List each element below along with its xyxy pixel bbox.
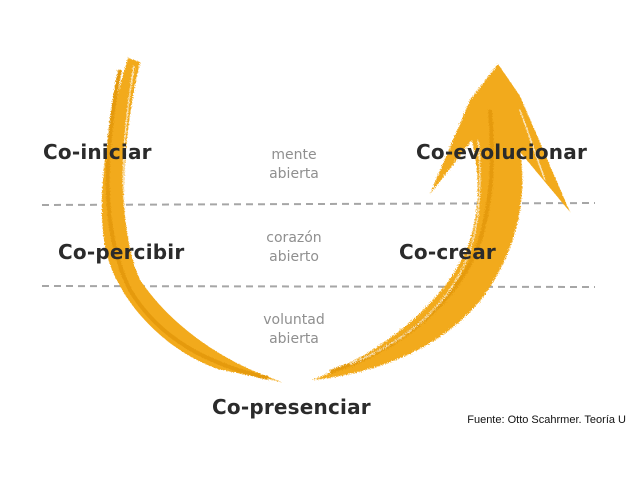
u-right-arrow: [312, 64, 570, 380]
stage-co-percibir: Co-percibir: [58, 240, 185, 264]
stage-co-crear: Co-crear: [399, 240, 496, 264]
stage-co-evolucionar: Co-evolucionar: [416, 140, 588, 164]
source-caption: Fuente: Otto Scahrmer. Teoría U: [467, 414, 626, 426]
u-left-stroke: [101, 58, 283, 382]
level-line: abierta: [269, 331, 319, 347]
divider-lower: [41, 285, 596, 288]
level-line: corazón: [266, 230, 322, 246]
level-line: abierto: [269, 249, 319, 265]
stage-co-iniciar: Co-iniciar: [43, 140, 152, 164]
level-line: abierta: [269, 166, 319, 182]
level-line: voluntad: [263, 312, 325, 328]
stage-co-presenciar: Co-presenciar: [212, 395, 371, 419]
level-voluntad-abierta: voluntad abierta: [234, 311, 354, 349]
level-corazon-abierto: corazón abierto: [234, 229, 354, 267]
level-line: mente: [271, 147, 317, 163]
level-mente-abierta: mente abierta: [234, 146, 354, 184]
